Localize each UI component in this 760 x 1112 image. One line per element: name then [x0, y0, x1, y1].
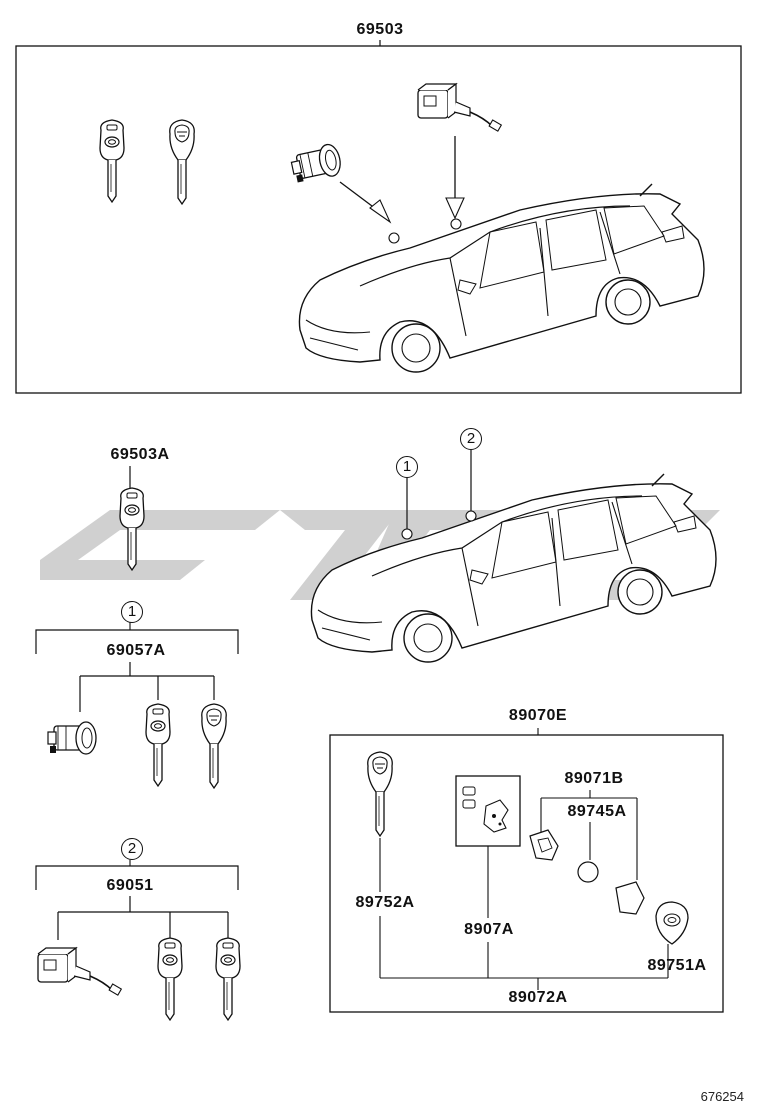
- callout-2: 2: [460, 428, 482, 450]
- callout-1: 1: [121, 601, 143, 623]
- part-label-89071B: 89071B: [564, 770, 624, 787]
- drawing-number: 676254: [700, 1089, 744, 1104]
- key-case-icon: [529, 829, 559, 861]
- group-box-69503: [15, 45, 742, 394]
- part-label-69503A: 69503A: [110, 446, 170, 463]
- transponder-key-icon: [367, 751, 393, 837]
- part-label-69057A: 69057A: [106, 642, 166, 659]
- circuit-board-icon: [455, 775, 521, 847]
- car-icon: [310, 473, 717, 663]
- battery-icon: [577, 861, 599, 883]
- key-icon: [145, 703, 171, 787]
- callout-2: 2: [121, 838, 143, 860]
- part-label-69503: 69503: [356, 21, 404, 38]
- callout-1: 1: [396, 456, 418, 478]
- key-icon: [99, 119, 125, 203]
- ignition-switch-icon: [417, 83, 503, 132]
- transponder-key-icon: [201, 703, 227, 789]
- part-label-89070E: 89070E: [508, 707, 568, 724]
- key-icon: [157, 937, 183, 1021]
- lock-cylinder-icon: [47, 721, 97, 755]
- key-icon: [215, 937, 241, 1021]
- part-label-69051: 69051: [106, 877, 154, 894]
- ignition-switch-icon: [37, 947, 123, 996]
- part-label-89751A: 89751A: [647, 957, 707, 974]
- group-box-89070E: [329, 734, 724, 1013]
- key-cover-emblem-icon: [655, 901, 689, 945]
- part-label-89745A: 89745A: [567, 803, 627, 820]
- part-label-89752A: 89752A: [355, 894, 415, 911]
- transponder-key-icon: [169, 119, 195, 205]
- key-cover-icon: [615, 881, 645, 915]
- part-label-8907A: 8907A: [464, 921, 514, 938]
- car-icon: [298, 183, 705, 373]
- lock-cylinder-icon: [288, 141, 344, 185]
- part-label-89072A: 89072A: [508, 989, 568, 1006]
